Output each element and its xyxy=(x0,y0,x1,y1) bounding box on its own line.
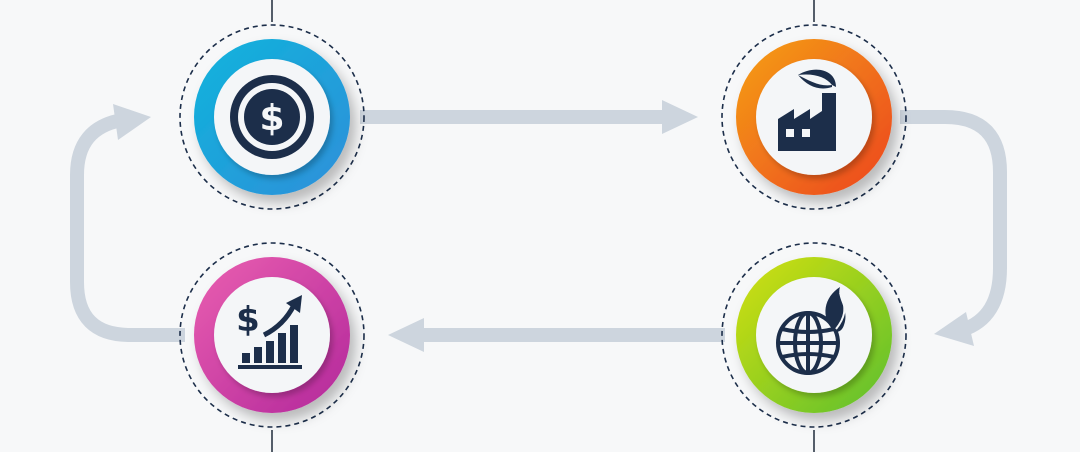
dashed-ring xyxy=(179,242,365,428)
edge-ticks xyxy=(271,0,815,452)
svg-text:$: $ xyxy=(259,98,284,139)
dashed-ring xyxy=(721,24,907,210)
arrowhead-left-icon xyxy=(388,318,424,352)
dashed-ring xyxy=(179,24,365,210)
arrowhead-down-left-icon xyxy=(934,312,974,346)
white-disc xyxy=(214,277,330,393)
eco-factory-icon xyxy=(778,69,836,151)
arrowhead-up-right-icon xyxy=(113,104,151,140)
dashed-ring xyxy=(721,242,907,428)
connector-factory-to-globe xyxy=(900,110,1007,337)
node-growth: $ xyxy=(179,242,365,428)
dollar-coin-icon: $ xyxy=(230,75,314,159)
white-disc xyxy=(756,277,872,393)
arrowheads xyxy=(113,100,974,352)
dollar-growth-chart-icon: $ xyxy=(236,295,302,369)
arrowhead-right-icon xyxy=(662,100,698,134)
globe-leaf-icon xyxy=(776,287,846,375)
svg-text:$: $ xyxy=(236,300,260,340)
connector-growth-to-money xyxy=(70,113,185,342)
connectors xyxy=(70,110,1007,342)
node-globe xyxy=(721,242,907,428)
node-factory xyxy=(721,24,907,210)
node-money: $ xyxy=(179,24,365,210)
